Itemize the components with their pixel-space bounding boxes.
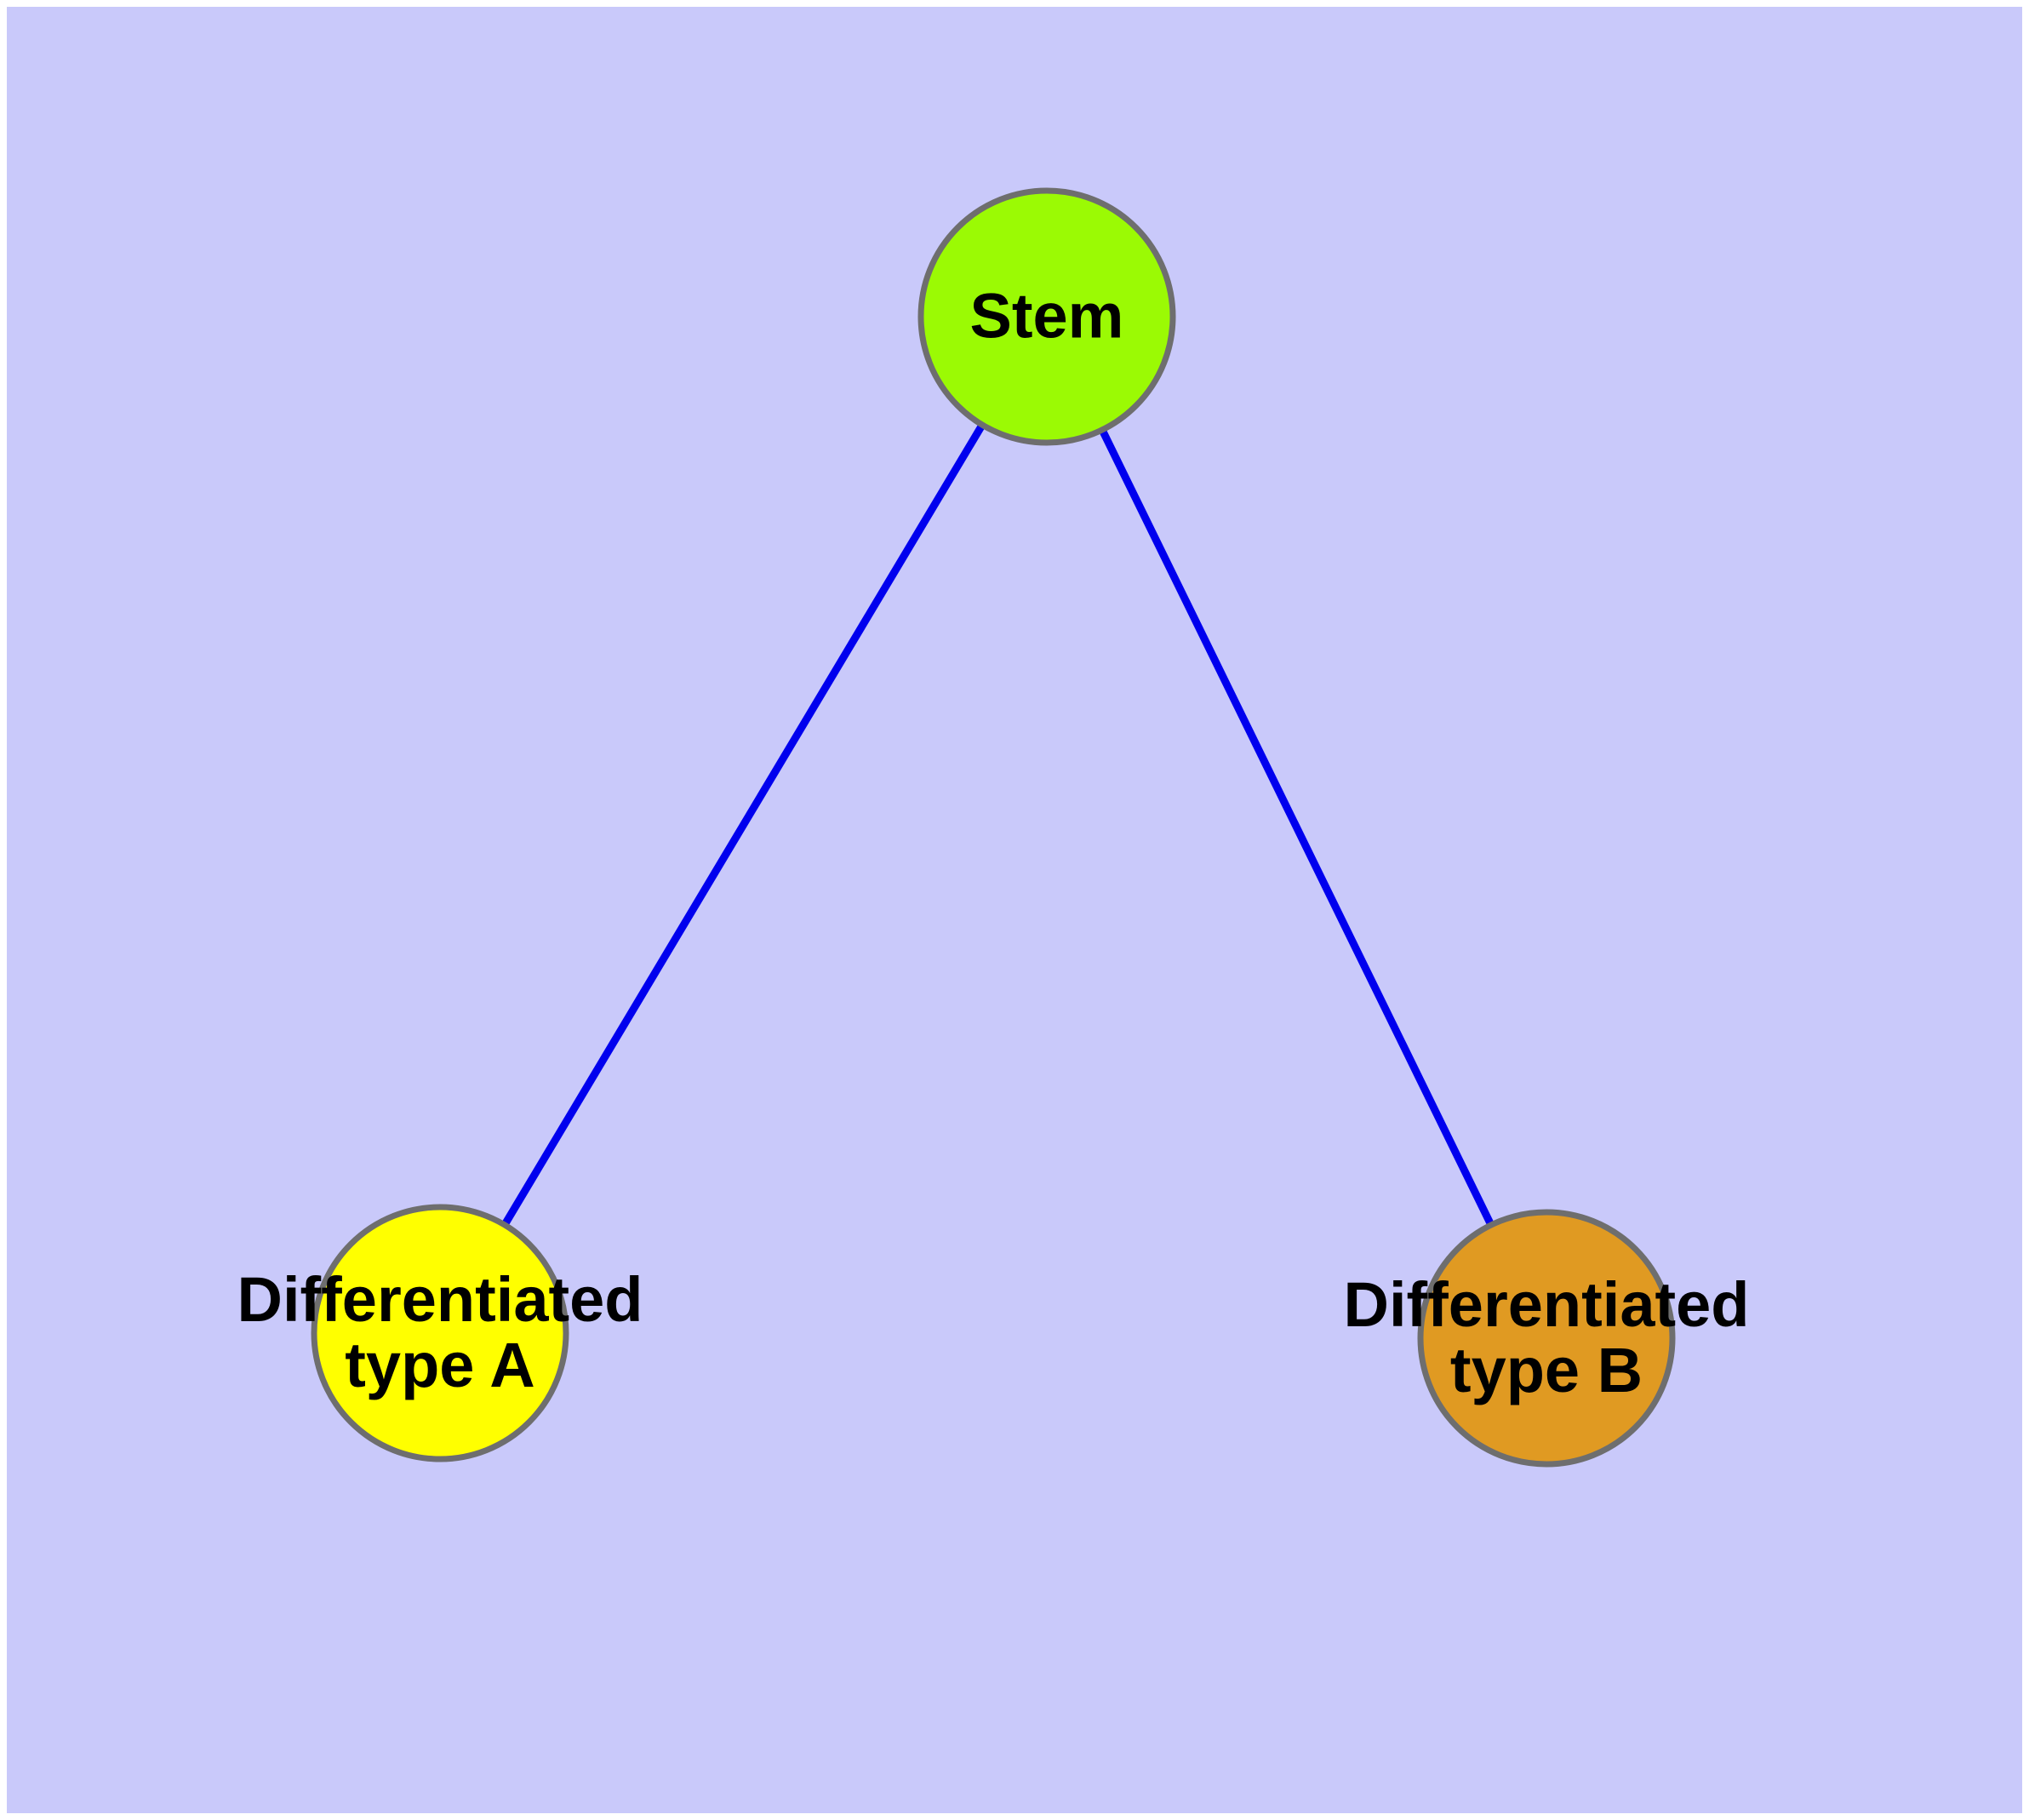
- edges-group: [437, 314, 1551, 1340]
- edge-stem-to-diff-b[interactable]: [1043, 315, 1551, 1340]
- graph-svg: [311, 187, 1676, 1468]
- nodes-group: [311, 187, 1676, 1468]
- diagram-plot-area: Stem Differentiated type A Differentiate…: [7, 7, 2022, 1813]
- node-circle-diff_b[interactable]: [1417, 1209, 1676, 1468]
- edge-stem-to-diff-a[interactable]: [437, 314, 1050, 1336]
- node-circle-stem[interactable]: [917, 187, 1176, 446]
- node-circle-diff_a[interactable]: [311, 1204, 569, 1462]
